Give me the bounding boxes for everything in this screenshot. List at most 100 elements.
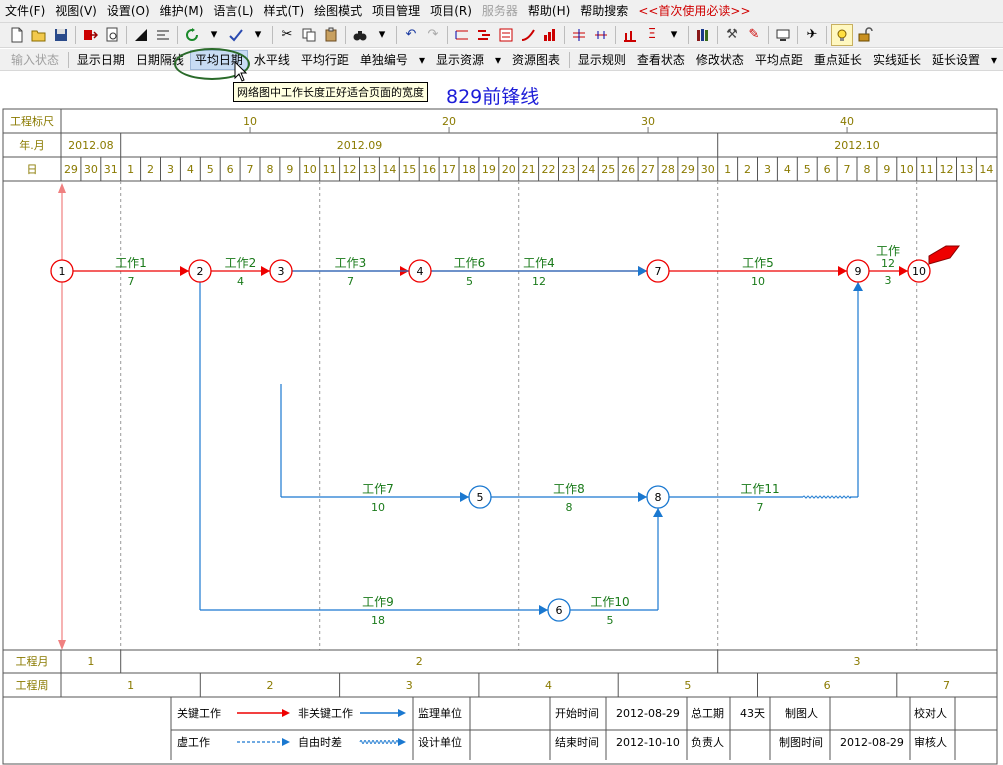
align-icon[interactable] (153, 25, 173, 45)
dropdown-arrow-icon[interactable]: ▾ (670, 27, 678, 42)
key-extend-button[interactable]: 重点延长 (813, 52, 862, 67)
resource-icon[interactable] (540, 25, 560, 45)
menu-language[interactable]: 语言(L) (213, 4, 254, 18)
curve-icon[interactable] (518, 25, 538, 45)
find-binoculars-icon[interactable] (350, 25, 370, 45)
menu-must-read[interactable]: <<首次使用必读>> (638, 4, 751, 18)
menu-style[interactable]: 样式(T) (263, 4, 305, 18)
resource-chart-button[interactable]: 资源图表 (512, 52, 561, 67)
node-8[interactable] (646, 485, 670, 509)
menu-settings[interactable]: 设置(O) (106, 4, 150, 18)
lightbulb-icon[interactable] (831, 24, 853, 46)
finish-flag-icon (928, 245, 960, 265)
day-cell: 20 (502, 163, 516, 176)
project-week-cell: 7 (943, 679, 950, 692)
pen-icon[interactable]: ✎ (748, 27, 760, 42)
month-label: 2012.09 (337, 139, 383, 152)
horizontal-line-button[interactable]: 水平线 (253, 52, 290, 67)
node-5[interactable] (468, 485, 492, 509)
menu-maintain[interactable]: 维护(M) (159, 4, 204, 18)
toolbar-separator (68, 51, 69, 68)
node-7[interactable] (646, 259, 670, 283)
list-icon[interactable] (496, 25, 516, 45)
menu-project-management[interactable]: 项目管理 (372, 4, 421, 18)
project-week-cell: 3 (406, 679, 413, 692)
align-horizontal-icon[interactable] (569, 25, 589, 45)
redo-icon[interactable]: ↷ (427, 27, 439, 42)
undo-icon[interactable]: ↶ (405, 27, 417, 42)
align-vertical-icon[interactable] (591, 25, 611, 45)
dropdown-arrow-icon[interactable]: ▾ (378, 27, 386, 42)
extend-settings-button[interactable]: 延长设置 (931, 52, 980, 67)
project-week-cell: 5 (684, 679, 691, 692)
open-folder-icon[interactable] (29, 25, 49, 45)
check-icon[interactable] (226, 25, 246, 45)
task-arrow-工作1-head (180, 266, 189, 276)
extend-settings-dropdown-icon[interactable]: ▾ (990, 52, 997, 67)
node-4[interactable] (408, 259, 432, 283)
modify-state-button[interactable]: 修改状态 (695, 52, 744, 67)
task-arrow-工作2-head (261, 266, 270, 276)
paste-icon[interactable] (321, 25, 341, 45)
date-gap-line-button[interactable]: 日期隔线 (135, 52, 184, 67)
export-icon[interactable] (80, 25, 100, 45)
view-state-button[interactable]: 查看状态 (636, 52, 685, 67)
node-1[interactable] (50, 259, 74, 283)
show-rules-button[interactable]: 显示规则 (577, 52, 626, 67)
chart-type-icon[interactable] (620, 25, 640, 45)
node-label-6: 6 (556, 604, 563, 617)
node-9[interactable] (846, 259, 870, 283)
save-icon[interactable] (51, 25, 71, 45)
text-format-icon[interactable]: Ξ (647, 27, 657, 42)
toolbar-separator (564, 26, 565, 44)
node-label-5: 5 (477, 491, 484, 504)
airplane-icon[interactable]: ✈ (806, 27, 818, 42)
node-6[interactable] (547, 598, 571, 622)
triangle-icon[interactable] (131, 25, 151, 45)
books-icon[interactable] (693, 25, 713, 45)
cut-icon[interactable]: ✂ (281, 27, 293, 42)
day-cell: 2 (744, 163, 751, 176)
print-preview-icon[interactable] (102, 25, 122, 45)
node-3[interactable] (269, 259, 293, 283)
menu-server[interactable]: 服务器 (481, 4, 518, 18)
toolbar-separator (717, 26, 718, 44)
node-10[interactable] (907, 259, 931, 283)
task-label-工作5: 工作5 (742, 256, 774, 270)
tools-icon[interactable]: ⚒ (726, 27, 738, 42)
menu-draw-mode[interactable]: 绘图模式 (314, 4, 363, 18)
avg-row-gap-button[interactable]: 平均行距 (300, 52, 349, 67)
show-date-button[interactable]: 显示日期 (76, 52, 125, 67)
task-duration-工作5: 10 (751, 275, 765, 288)
refresh-icon[interactable] (182, 25, 202, 45)
monitor-icon[interactable] (773, 25, 793, 45)
scale-label: 工程标尺 (10, 114, 54, 128)
input-state-button[interactable]: 输入状态 (11, 52, 60, 67)
unlock-icon[interactable] (855, 25, 875, 45)
day-cell: 15 (402, 163, 416, 176)
menu-project[interactable]: 项目(R) (430, 4, 472, 18)
task-label-工作2: 工作2 (225, 256, 257, 270)
task-label-工作7: 工作7 (362, 482, 394, 496)
network-diagram-icon[interactable] (452, 25, 472, 45)
day-cell: 27 (641, 163, 655, 176)
dropdown-arrow-icon[interactable]: ▾ (210, 27, 218, 42)
task-label-工作8: 工作8 (553, 482, 585, 496)
menu-help-search[interactable]: 帮助搜索 (580, 4, 629, 18)
single-number-button[interactable]: 单独编号 (359, 52, 408, 67)
copy-icon[interactable] (299, 25, 319, 45)
new-file-icon[interactable] (7, 25, 27, 45)
bar-chart-icon[interactable] (474, 25, 494, 45)
project-week-cell: 6 (824, 679, 831, 692)
menu-view[interactable]: 视图(V) (55, 4, 97, 18)
menu-help[interactable]: 帮助(H) (527, 4, 571, 18)
node-2[interactable] (188, 259, 212, 283)
solid-extend-button[interactable]: 实线延长 (872, 52, 921, 67)
dropdown-arrow-icon[interactable]: ▾ (254, 27, 262, 42)
show-resource-dropdown-icon[interactable]: ▾ (494, 52, 502, 67)
task-duration-工作2: 4 (237, 275, 244, 288)
avg-point-gap-button[interactable]: 平均点距 (754, 52, 803, 67)
show-resource-button[interactable]: 显示资源 (435, 52, 484, 67)
menu-file[interactable]: 文件(F) (5, 4, 46, 18)
single-number-dropdown-icon[interactable]: ▾ (418, 52, 425, 67)
